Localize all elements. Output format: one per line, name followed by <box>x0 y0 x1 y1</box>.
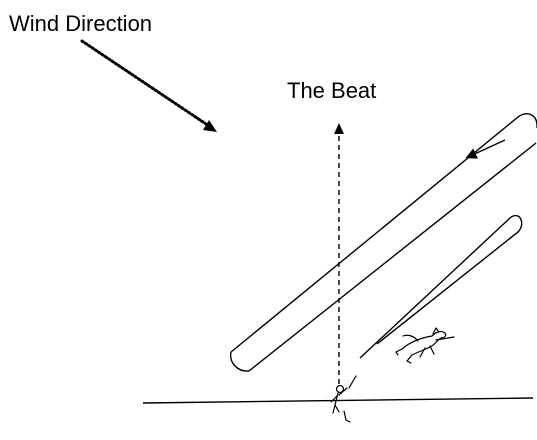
running-dog-icon <box>395 327 455 364</box>
drift-arrow <box>465 139 506 159</box>
ground-line <box>142 397 534 404</box>
wind-direction-label: Wind Direction <box>9 11 153 36</box>
wind-direction-arrow <box>80 39 217 132</box>
handler-with-stick-icon <box>330 375 357 423</box>
beat-direction-arrow <box>334 123 344 384</box>
lower-cover-strip <box>359 214 523 359</box>
beat-label: The Beat <box>287 78 377 103</box>
upper-cover-strip <box>229 113 537 372</box>
